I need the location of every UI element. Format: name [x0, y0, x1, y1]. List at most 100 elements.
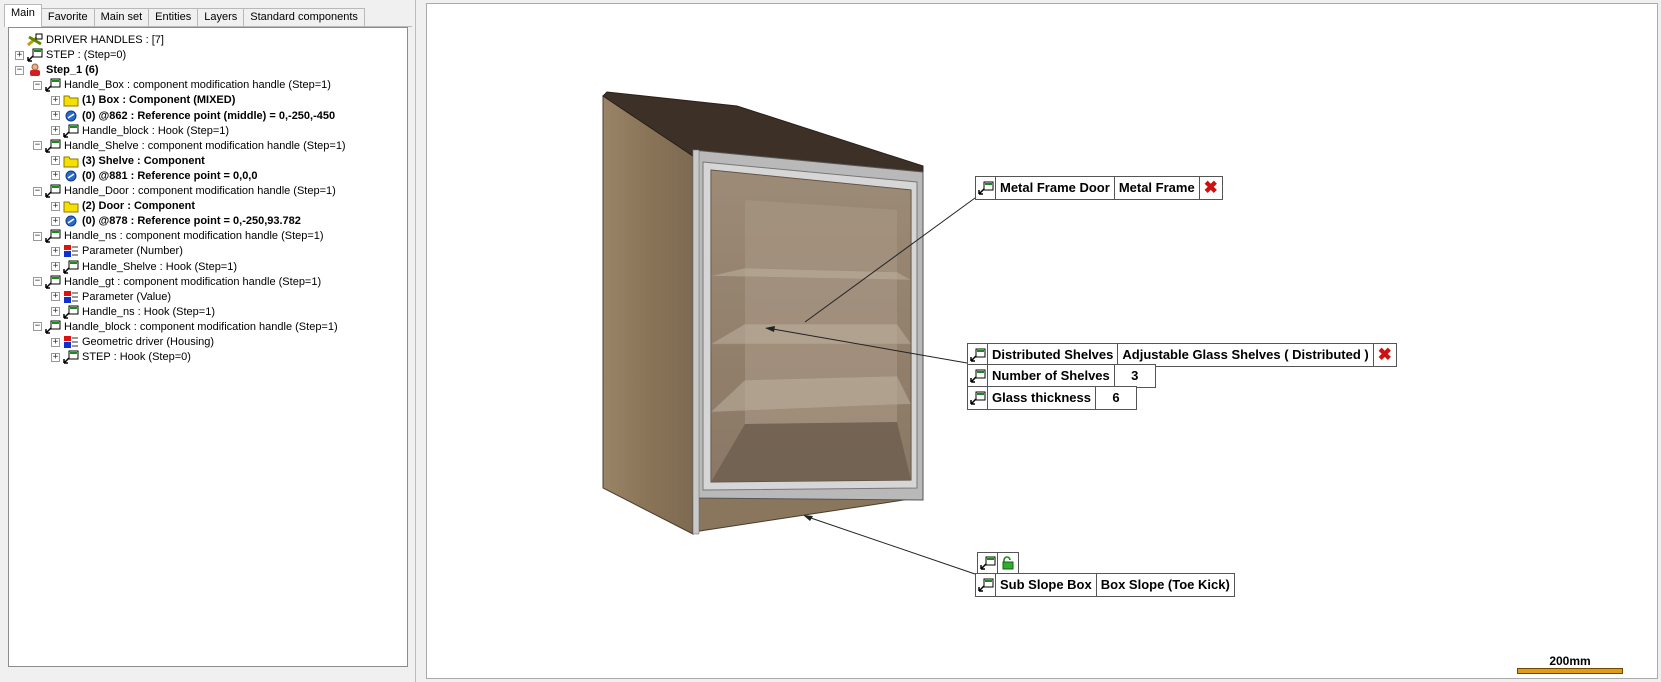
handle-door[interactable]: Metal Frame Door Metal Frame ✖ [975, 176, 1223, 200]
tree-row-label: (3) Shelve : Component [82, 154, 205, 167]
tree-row[interactable]: −Handle_ns : component modification hand… [33, 228, 324, 244]
expand-icon[interactable]: + [51, 291, 60, 302]
tree-row[interactable]: − Handle_Door : component modification ha… [33, 183, 336, 199]
scale-line [1517, 668, 1623, 674]
expand-icon[interactable]: + [51, 155, 60, 166]
handle-slope-value[interactable]: Box Slope (Toe Kick) [1100, 577, 1230, 592]
glass-shelf [710, 323, 912, 345]
expand-icon[interactable]: + [51, 306, 60, 317]
handle-icon[interactable] [978, 553, 998, 573]
driver-tree[interactable]: DRIVER HANDLES : [7]+STEP : (Step=0)−Ste… [8, 27, 408, 667]
tree-row-label: Handle_block : Hook (Step=1) [82, 124, 230, 137]
tree-row[interactable]: DRIVER HANDLES : [7] [15, 32, 164, 48]
tree-row-label: (2) Door : Component [82, 200, 196, 213]
collapse-icon[interactable]: − [33, 79, 42, 90]
expand-icon[interactable]: + [51, 200, 60, 211]
tree-row-label: (0) @881 : Reference point = 0,0,0 [82, 169, 258, 182]
unlock-icon[interactable] [998, 553, 1018, 573]
handle-icon [45, 139, 61, 153]
handle-door-value[interactable]: Metal Frame [1115, 177, 1200, 199]
person-icon [27, 63, 43, 77]
expand-icon[interactable]: + [51, 110, 60, 121]
collapse-icon[interactable]: − [33, 276, 42, 287]
tree-row[interactable]: +Parameter (Number) [51, 243, 183, 259]
expand-icon[interactable]: + [51, 125, 60, 136]
tree-row[interactable]: +Geometric driver (Housing) [51, 334, 214, 350]
handle-icon [968, 344, 988, 366]
tree-row[interactable]: + Handle_block : Hook (Step=1) [51, 123, 229, 139]
cabinet-side-panel [602, 95, 694, 535]
parameter-icon [63, 335, 79, 349]
parameter-icon [63, 244, 79, 258]
tree-row-label: STEP : Hook (Step=0) [82, 351, 191, 364]
driver-handles-icon [27, 33, 43, 47]
handle-icon [63, 260, 79, 274]
3d-viewport[interactable]: Metal Frame Door Metal Frame ✖ Distribut… [426, 3, 1658, 679]
expand-icon[interactable]: + [51, 351, 60, 362]
close-icon[interactable]: ✖ [1377, 345, 1392, 364]
leader-line-slope [804, 515, 976, 575]
close-icon[interactable]: ✖ [1203, 178, 1218, 197]
expand-icon[interactable]: + [51, 215, 60, 226]
handle-icon [968, 365, 988, 387]
handle-sub-slope-box[interactable]: Sub Slope Box Box Slope (Toe Kick) [975, 573, 1235, 597]
collapse-icon[interactable]: − [33, 321, 42, 332]
tab-main-set[interactable]: Main set [93, 8, 150, 27]
handle-slope-toolbar[interactable] [977, 552, 1019, 574]
tab-standard-components[interactable]: Standard components [243, 8, 365, 27]
tree-row-label: Handle_Box : component modification hand… [64, 79, 331, 92]
glass-thickness-value[interactable]: 6 [1112, 390, 1120, 405]
collapse-icon[interactable]: − [15, 64, 24, 75]
expand-icon[interactable]: + [51, 261, 60, 272]
tree-row-label: Handle_ns : Hook (Step=1) [82, 305, 215, 318]
cabinet-bottom [711, 422, 911, 482]
tree-row[interactable]: +(0) @878 : Reference point = 0,-250,93.… [51, 213, 301, 229]
tree-row[interactable]: +STEP : (Step=0) [15, 47, 126, 63]
tree-row[interactable]: + Handle_ns : Hook (Step=1) [51, 304, 215, 320]
collapse-icon[interactable]: − [33, 140, 42, 151]
tree-row-label: Handle_Shelve : Hook (Step=1) [82, 260, 238, 273]
collapse-icon[interactable]: − [33, 230, 42, 241]
tab-layers[interactable]: Layers [197, 8, 245, 27]
tree-row-label: DRIVER HANDLES : [7] [46, 34, 164, 47]
tab-favorite[interactable]: Favorite [40, 8, 95, 27]
tree-row[interactable]: − Handle_gt : component modification hand… [33, 274, 321, 290]
handle-glass-thickness[interactable]: Glass thickness 6 [967, 386, 1137, 410]
tab-main[interactable]: Main [4, 4, 42, 27]
tab-bar: Main Favorite Main set Entities Layers S… [4, 4, 365, 27]
tree-row-label: Handle_gt : component modification handl… [64, 275, 322, 288]
handle-shelves-value[interactable]: Adjustable Glass Shelves ( Distributed ) [1118, 344, 1374, 366]
expand-icon[interactable]: + [15, 49, 24, 60]
tree-row[interactable]: − Handle_Box : component modification han… [33, 77, 331, 93]
expand-icon[interactable]: + [51, 245, 60, 256]
leader-arrow [765, 326, 775, 332]
tree-row[interactable]: − Step_1 (6) [15, 62, 99, 78]
expand-icon[interactable]: + [51, 94, 60, 105]
collapse-icon[interactable]: − [33, 185, 42, 196]
tree-row[interactable]: −Handle_block : component modification h… [33, 319, 338, 335]
expand-icon[interactable]: + [51, 336, 60, 347]
expand-icon[interactable]: + [51, 170, 60, 181]
number-of-shelves-value[interactable]: 3 [1131, 368, 1139, 383]
tab-entities[interactable]: Entities [148, 8, 199, 27]
cabinet-scene [602, 91, 976, 575]
tree-row[interactable]: − Handle_Shelve : component modification … [33, 138, 346, 154]
tree-row[interactable]: + (2) Door : Component [51, 198, 195, 214]
tree-row[interactable]: +(1) Box : Component (MIXED) [51, 92, 235, 108]
reference-point-icon [63, 214, 79, 228]
tree-row-label: Step_1 (6) [46, 64, 99, 77]
tree-row[interactable]: + STEP : Hook (Step=0) [51, 349, 191, 365]
tree-row[interactable]: + (0) @881 : Reference point = 0,0,0 [51, 168, 257, 184]
tree-row-label: (0) @862 : Reference point (middle) = 0,… [82, 109, 336, 122]
frame-edge [692, 149, 700, 535]
tree-row[interactable]: + (3) Shelve : Component [51, 153, 205, 169]
handle-icon [63, 305, 79, 319]
handle-number-of-shelves[interactable]: Number of Shelves 3 [967, 364, 1156, 388]
tree-row[interactable]: + Handle_Shelve : Hook (Step=1) [51, 259, 237, 275]
tree-row[interactable]: + (0) @862 : Reference point (middle) = 0… [51, 108, 335, 124]
tree-row[interactable]: +Parameter (Value) [51, 289, 171, 305]
tree-row-label: Handle_Shelve : component modification h… [64, 139, 346, 152]
handle-shelves[interactable]: Distributed Shelves Adjustable Glass She… [967, 343, 1397, 367]
folder-icon [63, 199, 79, 213]
tree-row-label: Handle_Door : component modification han… [64, 185, 336, 198]
